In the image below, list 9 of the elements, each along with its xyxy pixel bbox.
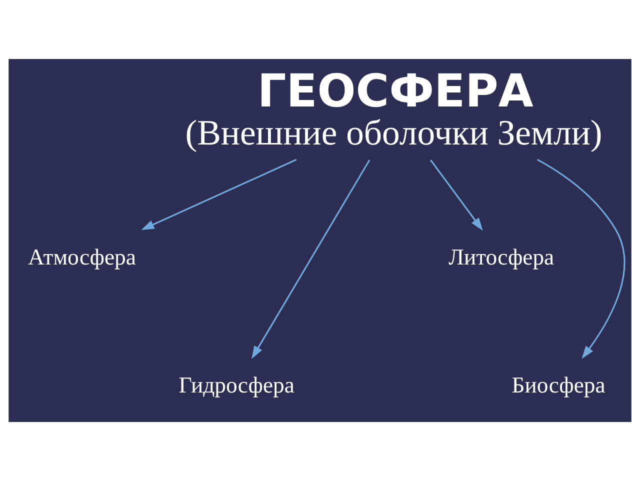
node-text: Атмосфера bbox=[28, 244, 136, 269]
arrow bbox=[141, 158, 297, 230]
arrow bbox=[430, 159, 483, 230]
arrow bbox=[536, 158, 626, 358]
node-text: ГЕОСФЕРА (Внешние оболочки Земли) bbox=[185, 64, 602, 152]
arrow bbox=[252, 159, 370, 358]
node-text: Биосфера bbox=[512, 372, 606, 397]
node-text: Литосфера bbox=[448, 244, 554, 269]
node-text: Гидросфера bbox=[178, 372, 294, 397]
